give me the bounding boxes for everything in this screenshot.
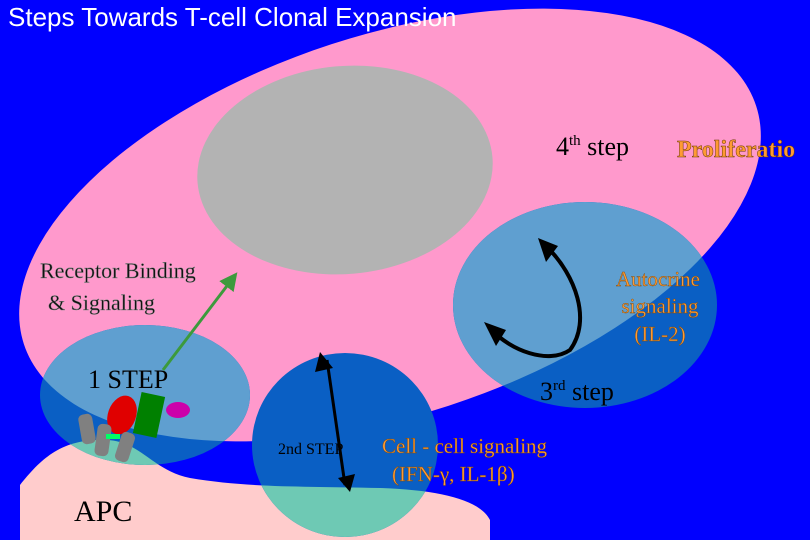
proliferation-label: Proliferatio	[677, 137, 795, 163]
receptor-label-line1: Receptor Binding	[40, 258, 196, 283]
autocrine-label-line3: (IL-2)	[634, 322, 685, 346]
autocrine-label-line1: Autocrine	[616, 267, 700, 291]
tcr-green-molecule	[132, 391, 166, 439]
autocrine-curved-arrow	[484, 238, 583, 359]
cell-signaling-label-line2: (IFN-γ, IL-1β)	[392, 462, 515, 486]
t-cell-nucleus	[197, 65, 493, 275]
step4-label: 4th step	[556, 132, 629, 161]
ligand-magenta	[166, 402, 190, 418]
step2-double-arrow	[315, 352, 355, 492]
step2-label: 2nd STEP	[278, 441, 343, 458]
peptide-green	[106, 434, 120, 439]
step1-label: 1 STEP	[88, 365, 168, 394]
apc-label: APC	[74, 495, 132, 528]
mhc-gray-right	[94, 423, 112, 457]
title: Steps Towards T-cell Clonal Expansion	[8, 2, 457, 32]
tcr-red-molecule	[107, 395, 137, 435]
receptor-arrow	[161, 272, 238, 371]
step3-label: 3rd step	[540, 377, 614, 406]
cell-signaling-label-line1: Cell - cell signaling	[382, 434, 548, 458]
autocrine-label-line2: signaling	[622, 294, 699, 318]
receptor-label-line2: & Signaling	[48, 290, 155, 315]
mhc-gray-left	[78, 413, 96, 445]
receptor-complex	[78, 391, 190, 463]
mhc-gray-lower	[115, 431, 135, 463]
